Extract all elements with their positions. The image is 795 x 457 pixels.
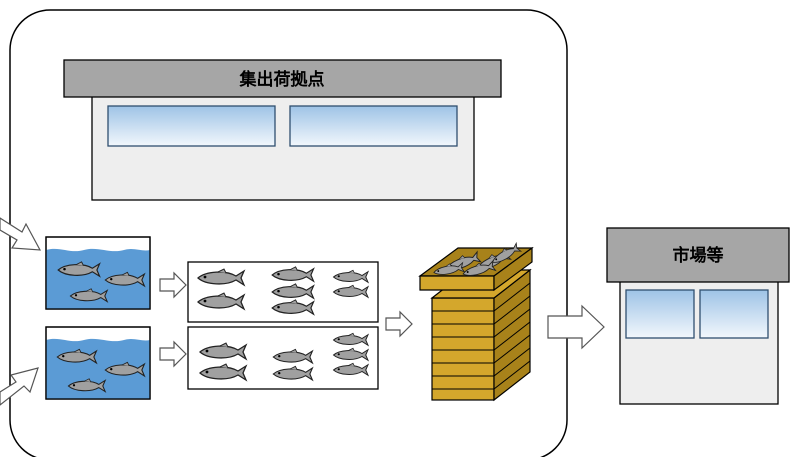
- sorted-fish-tray-lower: [187, 326, 379, 390]
- market-window-right: [699, 289, 769, 339]
- facility-label: 集出荷拠点: [239, 69, 325, 90]
- fish-crate-stack: [418, 241, 534, 402]
- facility-window-right: [289, 105, 458, 147]
- fish-tank-lower: [45, 326, 151, 400]
- market-label: 市場等: [673, 245, 724, 266]
- market-roof: [606, 227, 790, 283]
- fish-tank-upper: [45, 236, 151, 310]
- market-building: 市場等: [606, 227, 790, 405]
- arrow-to-market: [547, 304, 605, 350]
- facility-roof: [63, 59, 502, 98]
- market-window-left: [625, 289, 695, 339]
- facility-building: 集出荷拠点: [63, 59, 502, 201]
- incoming-arrow-upper: [0, 217, 42, 251]
- facility-window-left: [107, 105, 276, 147]
- incoming-arrow-lower: [0, 367, 39, 406]
- sorted-fish-tray-upper: [187, 261, 379, 323]
